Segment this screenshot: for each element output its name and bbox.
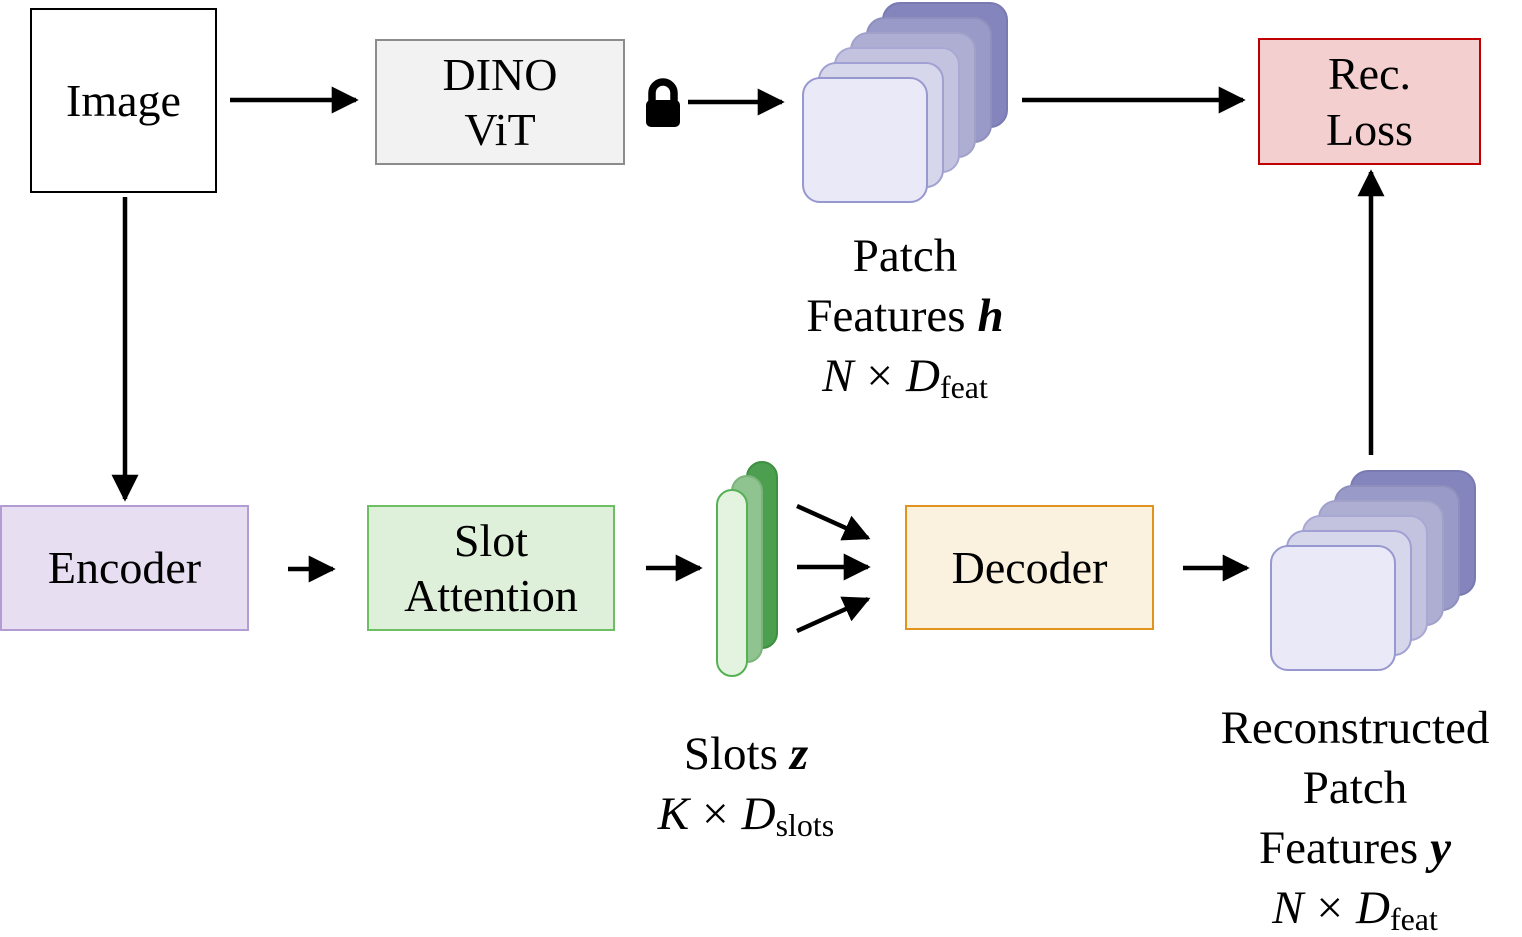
slot-attention-label-line1: Slot bbox=[453, 514, 529, 566]
rec-loss-label-line1: Rec. bbox=[1327, 48, 1411, 100]
lock-icon bbox=[646, 78, 680, 127]
lock-body bbox=[646, 100, 680, 127]
decoder-node: Decoder bbox=[905, 505, 1154, 630]
slots-dims: K×Dslots bbox=[657, 788, 835, 844]
slot-attention-label-line2: Attention bbox=[404, 570, 578, 621]
dino-vit-label-line1: DINO bbox=[442, 48, 558, 100]
patch-features-dims: N×Dfeat bbox=[822, 350, 988, 406]
decoder-node-label: Decoder bbox=[951, 541, 1108, 593]
times-symbol: × bbox=[1316, 882, 1344, 934]
arrow-slots-to-decoder-bottom bbox=[796, 596, 871, 634]
encoder-node-label: Encoder bbox=[47, 542, 202, 594]
patch-feature-card bbox=[802, 77, 928, 203]
lock-shackle bbox=[648, 78, 678, 102]
var-z: z bbox=[789, 728, 809, 780]
times-symbol: × bbox=[866, 350, 894, 402]
reconstructed-label-line1: Reconstructed bbox=[1220, 702, 1490, 754]
reconstructed-feature-card bbox=[1270, 545, 1396, 671]
image-node-label: Image bbox=[66, 74, 181, 126]
dino-vit-label-line2: ViT bbox=[464, 104, 536, 155]
slot-attention-node: Slot Attention bbox=[367, 505, 615, 631]
dino-vit-node: DINO ViT bbox=[375, 39, 625, 165]
times-symbol: × bbox=[702, 788, 729, 840]
var-h: h bbox=[977, 290, 1004, 342]
slot-pill bbox=[716, 489, 748, 677]
rec-loss-node: Rec. Loss bbox=[1258, 38, 1481, 165]
reconstructed-label-line2: Patch bbox=[1302, 762, 1408, 814]
rec-loss-label-line2: Loss bbox=[1326, 103, 1413, 155]
patch-features-label-line1: Patch bbox=[852, 230, 958, 282]
reconstructed-dims: N×Dfeat bbox=[1272, 882, 1438, 937]
var-y: y bbox=[1430, 822, 1452, 874]
arrow-slots-to-decoder-top bbox=[796, 503, 871, 541]
image-node: Image bbox=[30, 8, 217, 193]
encoder-node: Encoder bbox=[0, 505, 249, 631]
